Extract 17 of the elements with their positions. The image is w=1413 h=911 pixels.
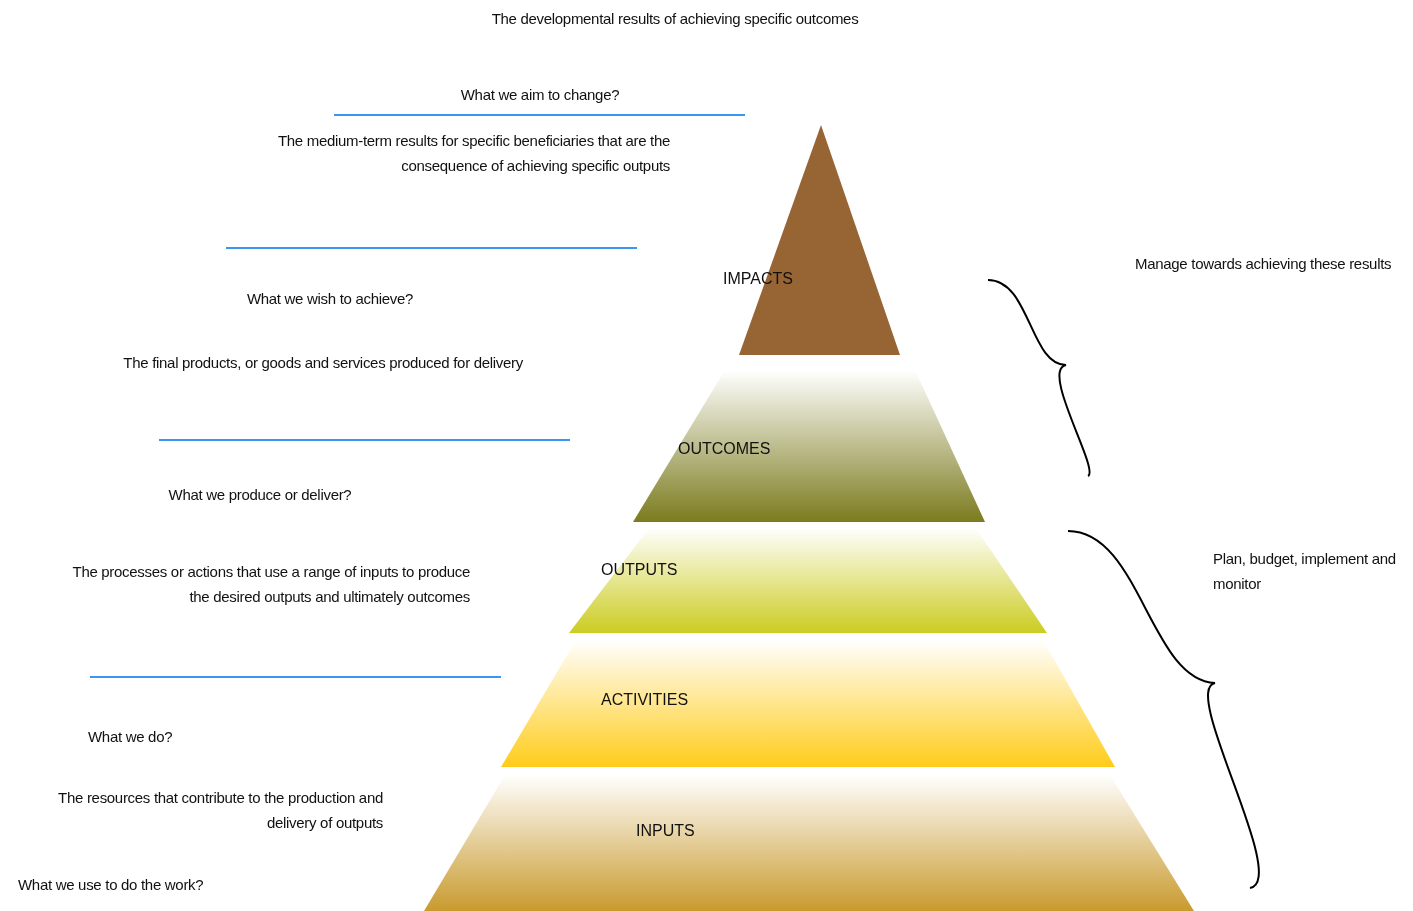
layer-label: OUTCOMES: [678, 440, 771, 458]
description-text: The resources that contribute to the production and delivery of outputs: [57, 788, 383, 833]
layer-label: INPUTS: [636, 822, 695, 840]
note-text: Plan, budget, implement and monitor: [1213, 549, 1397, 594]
layer-label: OUTPUTS: [601, 561, 678, 579]
note-text: Manage towards achieving these results: [1135, 254, 1393, 274]
question-text: What we do?: [88, 727, 174, 747]
pyramid-layer: [498, 640, 1118, 768]
description-text: The medium-term results for specific beneficiaries that are the consequence of achieving specific outputs: [276, 131, 670, 176]
question-text: What we aim to change?: [459, 85, 621, 105]
question-text: What we produce or deliver?: [167, 485, 353, 505]
layer-label: ACTIVITIES: [601, 691, 689, 709]
question-text: What we wish to achieve?: [245, 289, 415, 309]
description-text: The final products, or goods and services produced for delivery: [122, 353, 523, 373]
description-text: The processes or actions that use a range of inputs to produce the desired outputs and ultimately outcomes: [71, 562, 470, 607]
question-text: What we use to do the work?: [18, 875, 205, 895]
description-text: The developmental results of achieving specific outcomes: [490, 9, 860, 29]
